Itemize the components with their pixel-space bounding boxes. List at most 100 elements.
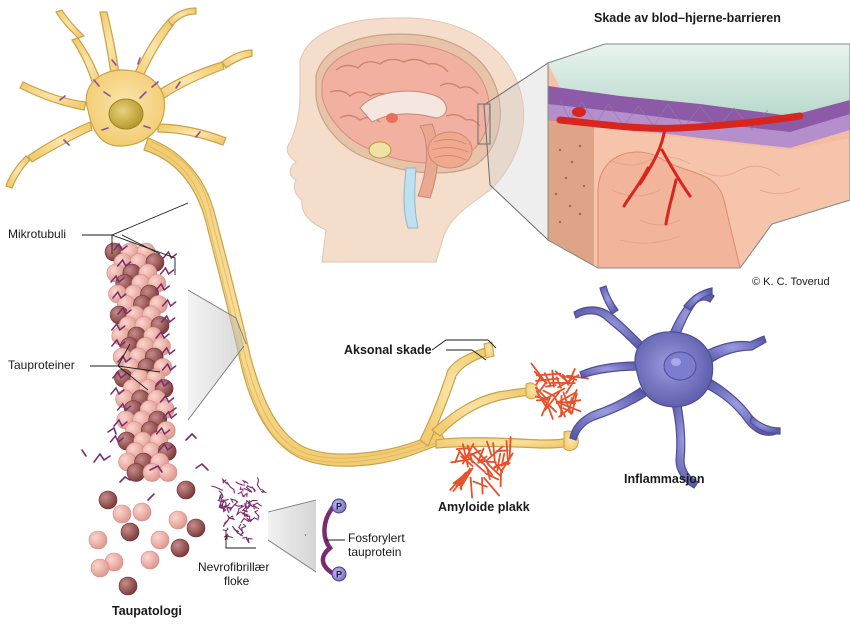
amyloid-fibril [470,452,483,464]
amyloid-fibril [469,476,474,499]
tangle-fiber [222,506,227,513]
phosphate-top-label: P [336,502,342,512]
amyloid-fibril [543,387,566,401]
tangle-fiber [240,517,253,524]
tangle-fiber [256,477,262,491]
axon [143,137,447,467]
label-amyloid-plaque: Amyloide plakk [438,500,530,514]
tangle-fiber [220,500,227,509]
tangle-fiber [233,503,243,509]
tau-strand [155,330,170,340]
tangle-fiber [239,486,244,492]
tubulin-bead [90,558,110,578]
amyloid-fibril [551,369,555,388]
tangle-fiber [243,487,253,493]
amyloid-fibril [460,475,464,491]
amyloid-fibril [571,388,578,402]
bbb-tissue-block [547,43,850,269]
tangle-fiber [251,486,256,492]
tangle-fiber [217,496,223,503]
tangle-fiber [254,509,260,521]
amyloid-fibril [508,436,512,461]
tau-strand [109,434,125,444]
label-microtubules: Mikrotubuli [8,227,67,241]
amyloid-fibril [486,462,502,477]
tubulin-bead [150,530,170,550]
amyloid-fibril [535,398,548,402]
neuron-dendrites [5,7,253,189]
tau-strand [155,378,170,388]
label-phosphorylated-line2: tauprotein [348,545,402,559]
tangle-fiber [229,501,238,512]
tangle-fiber [247,500,258,504]
tangle-zoom-callout [267,499,317,573]
tubulin-bead [88,530,108,550]
amyloid-fibril [535,386,549,401]
amyloid-fibril [570,392,578,415]
tubulin-bead [176,480,196,500]
tau-strand [111,322,126,332]
tangle-fiber [243,511,251,521]
tangle-fiber [252,504,260,510]
amyloid-fibril [547,405,554,420]
amyloid-fibril [452,474,467,492]
tau-strand [160,346,176,356]
amyloid-fibril [472,445,490,465]
tau-strand [155,426,171,436]
amyloid-fibril [535,390,547,407]
tau-strand [110,274,125,284]
microglia-cell [569,285,781,489]
amyloid-fibril [485,440,493,456]
tangle-fiber [222,527,229,531]
tau-strand [117,354,132,364]
tau-strand [116,258,132,268]
tau-strand [112,290,127,300]
amyloid-fibril [480,460,497,464]
tangle-fiber [241,479,249,484]
label-inflammation: Inflammasjon [624,472,705,486]
tau-strand [111,338,126,348]
amyloid-fibril [455,447,471,451]
tau-strand [159,394,175,404]
tangle-fiber [242,492,248,498]
tubulin-bead [158,463,178,482]
tau-strand [112,370,127,380]
amyloid-fibril [558,407,571,418]
amyloid-fibril [540,397,551,417]
label-bbb-damage: Skade av blod–hjerne-barrieren [594,11,781,25]
tau-strand [162,250,178,260]
phosphate-top [331,498,347,514]
tangle-fiber [230,498,239,504]
tubulin-bead [98,490,118,510]
amyloid-fibril [535,372,562,377]
label-tangle-line1: Nevrofibrillær [198,560,270,574]
tau-strand [162,410,178,420]
tau-strand [161,362,177,372]
amyloid-fibril [565,380,575,395]
tau-strand [113,418,128,428]
tangle-fiber [246,485,253,492]
amyloid-fibril [565,399,582,404]
amyloid-fibril [479,459,494,476]
tangle-fiber [238,523,243,532]
tubulin-bead [140,550,160,570]
microtubule-bead-column [88,242,206,596]
amyloid-fibril [460,455,474,468]
amyloid-fibril [539,381,548,392]
tangle-fiber [227,515,236,521]
amyloid-fibril [483,476,501,497]
tau-strand [117,306,132,316]
tangle-fiber [218,490,224,500]
tau-strand [158,442,174,452]
microglia-nucleus [663,351,697,381]
tau-strand [159,266,175,276]
tangle-fiber [252,502,262,510]
amyloid-fibril [449,471,467,491]
amyloid-fibril [566,374,589,380]
tubulin-bead [120,522,140,542]
amyloid-fibril [454,449,461,464]
label-copyright: © K. C. Toverud [752,276,830,288]
tangle-fiber [211,485,223,491]
